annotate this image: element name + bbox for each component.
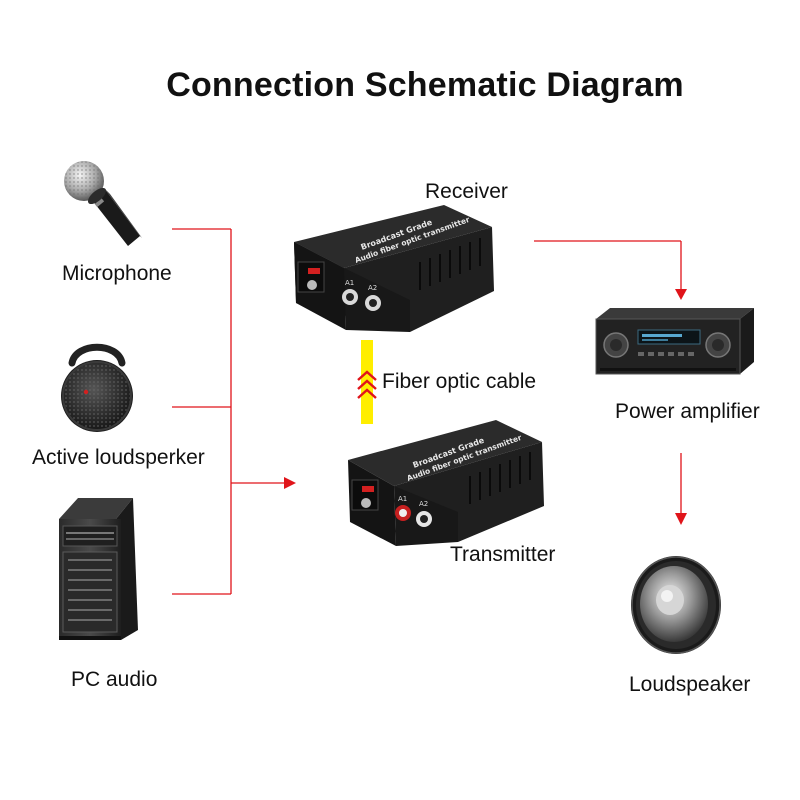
arrow-to-amplifier (675, 289, 687, 300)
fiber-cable-icon (357, 340, 377, 424)
receiver-label: Receiver (425, 180, 508, 203)
power-amplifier-label: Power amplifier (615, 400, 760, 423)
transmitter-device-icon: A1 A2 Broadcast Grade Audio fiber optic … (348, 420, 544, 546)
portable-speaker-icon (61, 343, 133, 432)
receiver-port-a1-label: A1 (345, 279, 354, 287)
receiver-port-a2-label: A2 (368, 284, 377, 292)
transmitter-port-a1-label: A1 (398, 495, 407, 503)
amplifier-icon (595, 308, 754, 375)
microphone-icon (64, 161, 142, 246)
transmitter-port-a2-label: A2 (419, 500, 428, 508)
active-loudspeaker-label: Active loudsperker (32, 446, 205, 469)
connector-lines (172, 228, 687, 595)
pc-tower-icon (59, 498, 138, 640)
arrow-to-transmitter (284, 477, 296, 489)
loudspeaker-label: Loudspeaker (629, 673, 751, 696)
speaker-driver-icon (631, 556, 721, 654)
fiber-cable-label: Fiber optic cable (382, 370, 537, 393)
microphone-label: Microphone (62, 262, 172, 285)
arrow-to-loudspeaker (675, 513, 687, 525)
diagram-title: Connection Schematic Diagram (166, 66, 684, 104)
pc-audio-label: PC audio (71, 668, 158, 691)
transmitter-label: Transmitter (450, 543, 556, 566)
receiver-device-icon: A1 A2 Broadcast Grade Audio fiber optic … (294, 205, 494, 332)
